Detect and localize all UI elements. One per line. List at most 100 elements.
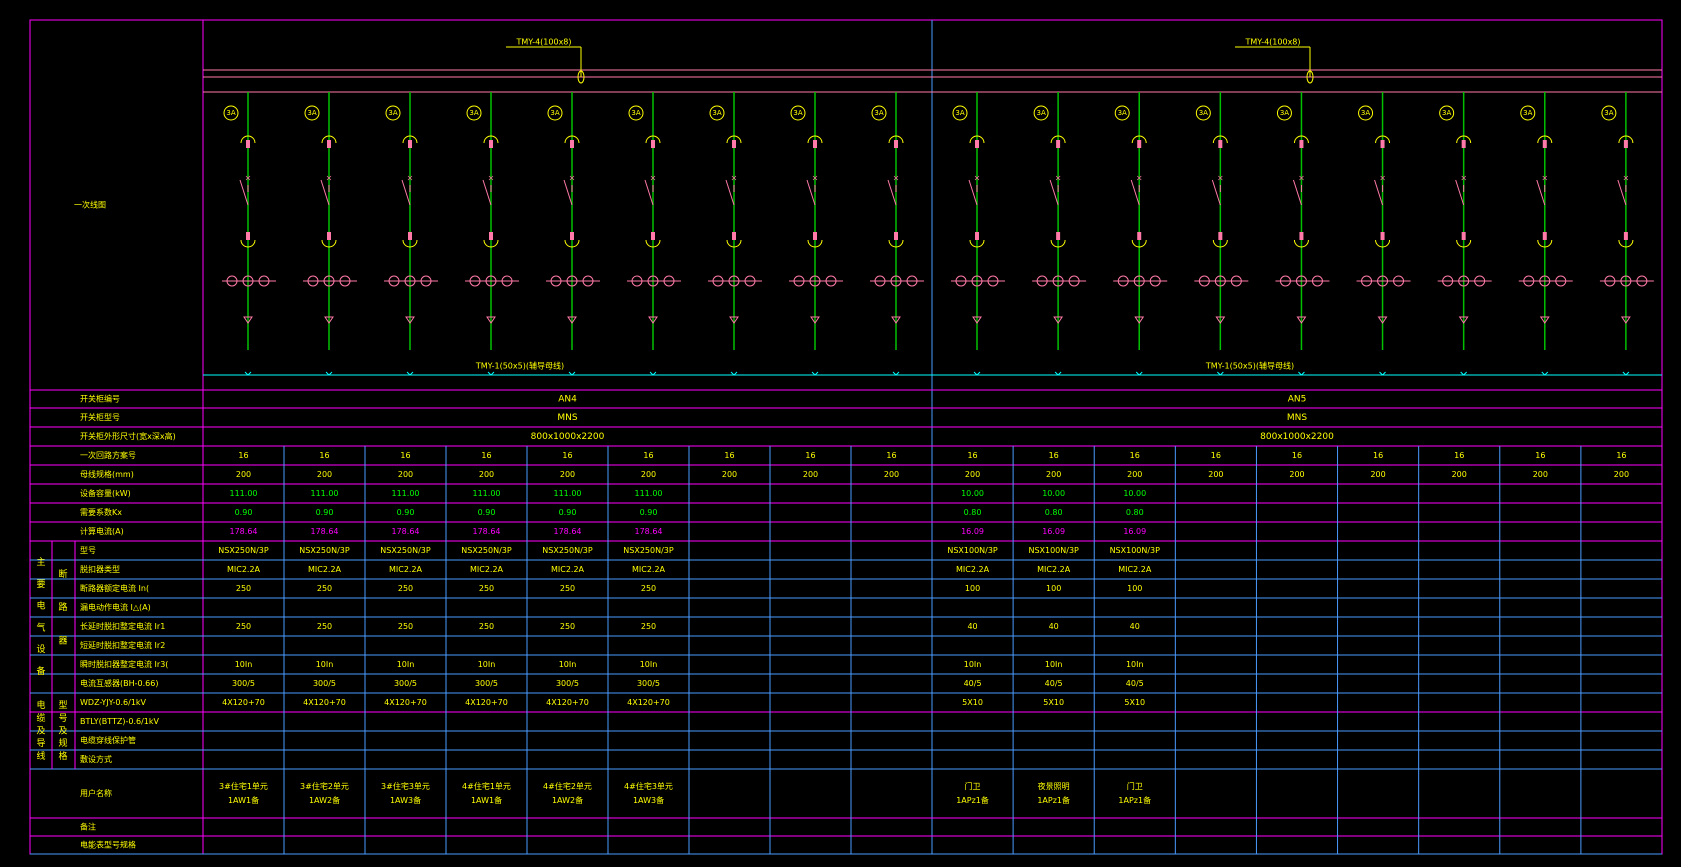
switch-blade: [1455, 179, 1465, 206]
aux-bus-tap: [571, 371, 576, 376]
switch-blade: [1374, 179, 1384, 206]
cell-current: 16.09: [1042, 527, 1065, 536]
cell-current: 178.64: [230, 527, 258, 536]
upper-contact-arc: [240, 135, 256, 144]
upper-contact: [651, 140, 655, 148]
cell-circuit_no: 16: [724, 451, 734, 460]
feeder-circuit: 3A×: [384, 92, 438, 376]
lower-contact: [894, 232, 898, 240]
cable-terminal: [1296, 316, 1307, 324]
cell-breaker: NSX250N/3P: [380, 546, 431, 555]
feeder-circuit: 3A×: [1194, 92, 1249, 376]
upper-contact-arc: [726, 135, 742, 144]
group-label-breaker: 断路器: [58, 568, 67, 647]
ct-tag-text: 3A: [1118, 109, 1127, 117]
aux-bus-tap: [1625, 371, 1630, 376]
cell-busbar: 200: [641, 470, 656, 479]
lower-contact-arc: [1618, 239, 1634, 248]
cell-trip: MIC2.2A: [956, 565, 990, 574]
cell-busbar: 200: [1289, 470, 1304, 479]
upper-contact-arc: [969, 135, 985, 144]
cell-load-name: 3#住宅2单元: [300, 781, 349, 791]
aux-bus-tap: [895, 371, 900, 376]
feeder-circuit: 3A×: [222, 92, 276, 376]
breaker-cross: ×: [569, 174, 576, 183]
cell-capacity: 111.00: [635, 489, 663, 498]
aux-bus-tap: [1219, 371, 1224, 376]
aux-bus-tap: [247, 371, 252, 376]
breaker-cross: ×: [488, 174, 495, 183]
row-label-laying: 敷设方式: [80, 754, 112, 764]
upper-contact-arc: [1618, 135, 1634, 144]
feeder-circuit: 3A×: [1356, 92, 1411, 376]
cabinet-number: AN4: [558, 395, 577, 405]
lower-contact: [408, 232, 412, 240]
cable-terminal: [1539, 316, 1550, 324]
row-label-long_delay: 长延时脱扣整定电流 Ir1: [80, 621, 165, 631]
lower-contact-arc: [969, 239, 985, 248]
lower-contact: [489, 232, 493, 240]
cell-demand: 0.80: [964, 508, 982, 517]
aux-bus-tap: [406, 371, 411, 376]
lower-contact: [1623, 232, 1628, 240]
switch-blade: [239, 179, 249, 206]
diagram-row-label: 一次线图: [74, 200, 106, 210]
upper-contact: [975, 140, 979, 148]
switch-blade: [1130, 179, 1140, 206]
ct-tag-circle: [304, 105, 320, 121]
cell-capacity: 111.00: [311, 489, 339, 498]
group-label-main-char: 要: [36, 579, 45, 590]
lower-contact-arc: [1537, 239, 1553, 248]
upper-contact: [1056, 140, 1061, 148]
breaker-cross: ×: [650, 174, 657, 183]
feeder-circuit: 3A×: [465, 92, 519, 376]
cell-ir1: 250: [236, 622, 251, 631]
switch-blade: [725, 179, 735, 206]
row-label-demand: 需要系数Kx: [80, 507, 122, 517]
ct-tag-circle: [1601, 105, 1617, 121]
cell-trip: MIC2.2A: [389, 565, 423, 574]
aux-bus-tap: [244, 371, 249, 376]
lower-contact: [1218, 232, 1223, 240]
cell-circuit_no: 16: [967, 451, 977, 460]
cell-ir1: 250: [479, 622, 494, 631]
cell-busbar: 200: [398, 470, 413, 479]
breaker-cross: ×: [1379, 174, 1386, 183]
cable-terminal: [405, 316, 415, 324]
ct-tag-circle: [1358, 105, 1374, 121]
cable-terminal: [891, 316, 901, 324]
cell-circuit_no: 16: [1049, 451, 1059, 460]
upper-contact: [1461, 140, 1466, 148]
feeder-circuit: 3A×: [708, 92, 762, 376]
cell-demand: 0.80: [1045, 508, 1063, 517]
switch-blade: [806, 179, 816, 206]
lower-contact-arc: [402, 239, 418, 248]
cell-cable: 4X120+70: [384, 698, 427, 707]
switch-blade: [968, 179, 978, 206]
ct-tag-text: 3A: [1523, 109, 1532, 117]
cell-ir1: 40: [967, 622, 977, 631]
cell-ct: 300/5: [232, 679, 255, 688]
cell-busbar: 200: [317, 470, 332, 479]
aux-bus-tap: [409, 371, 414, 376]
cell-load-name: 4#住宅3单元: [624, 781, 673, 791]
lower-contact: [1380, 232, 1385, 240]
cell-ir3: 10In: [235, 660, 253, 669]
aux-bus-tap: [1544, 371, 1549, 376]
cable-terminal: [1134, 316, 1145, 324]
switch-blade: [887, 179, 897, 206]
cell-current: 178.64: [635, 527, 663, 536]
ct-tag-circle: [466, 105, 482, 121]
cell-ct: 40/5: [1045, 679, 1063, 688]
cell-trip: MIC2.2A: [551, 565, 585, 574]
aux-bus-tap: [730, 371, 735, 376]
ct-tag-text: 3A: [1199, 109, 1208, 117]
breaker-cross: ×: [1055, 174, 1062, 183]
ct-tag-circle: [1520, 105, 1536, 121]
aux-bus-tap: [328, 371, 333, 376]
cell-ct: 40/5: [964, 679, 982, 688]
cell-cable: 4X120+70: [546, 698, 589, 707]
group-label-cable-char: 及: [36, 726, 45, 737]
cabinet-model: MNS: [1287, 413, 1307, 423]
